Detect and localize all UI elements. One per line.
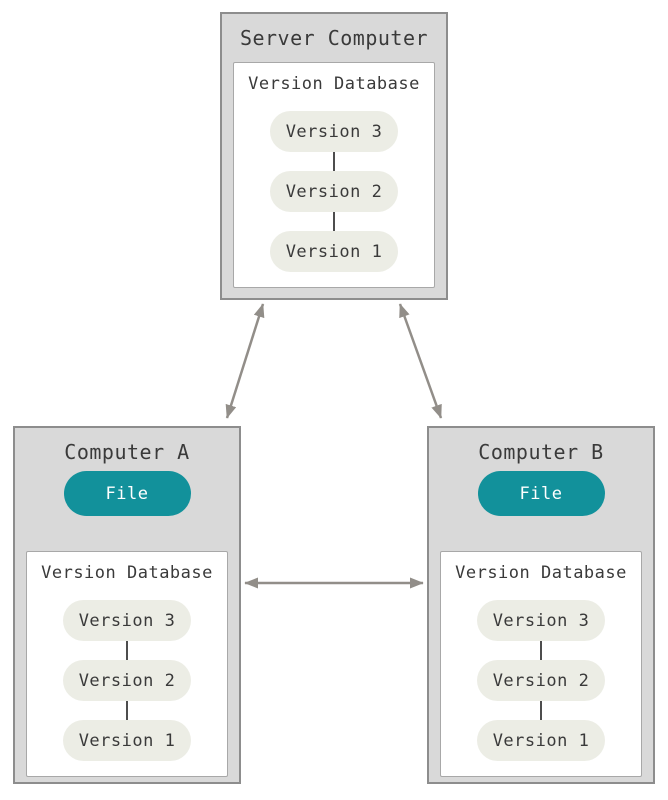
version-pill: Version 3 xyxy=(62,600,192,641)
version-database-box: Version Database Version 3 Version 2 Ver… xyxy=(440,551,642,777)
node-title: Computer B xyxy=(478,440,604,464)
version-database-label: Version Database xyxy=(41,563,213,583)
version-pill: Version 3 xyxy=(269,111,399,152)
version-pill: Version 1 xyxy=(476,720,606,761)
node-server-computer: Server Computer Version Database Version… xyxy=(220,12,448,300)
pill-connector xyxy=(333,212,335,231)
arrow-server-computer-a xyxy=(225,303,265,419)
pill-connector xyxy=(126,641,128,660)
version-pill: Version 2 xyxy=(62,660,192,701)
version-database-box: Version Database Version 3 Version 2 Ver… xyxy=(26,551,228,777)
version-database-box: Version Database Version 3 Version 2 Ver… xyxy=(233,62,435,288)
file-pill: File xyxy=(63,471,191,516)
version-pill: Version 1 xyxy=(62,720,192,761)
node-title: Computer A xyxy=(64,440,190,464)
pill-connector xyxy=(540,641,542,660)
pill-connector xyxy=(540,701,542,720)
pill-connector xyxy=(333,152,335,171)
pill-connector xyxy=(126,701,128,720)
node-computer-b: Computer B File Version Database Version… xyxy=(427,426,655,784)
version-pill: Version 2 xyxy=(476,660,606,701)
version-database-label: Version Database xyxy=(455,563,627,583)
version-pill: Version 3 xyxy=(476,600,606,641)
version-database-label: Version Database xyxy=(248,74,420,94)
version-pill: Version 1 xyxy=(269,231,399,272)
node-title: Server Computer xyxy=(239,26,429,50)
node-computer-a: Computer A File Version Database Version… xyxy=(13,426,241,784)
version-pill: Version 2 xyxy=(269,171,399,212)
file-pill: File xyxy=(477,471,605,516)
arrow-server-computer-b xyxy=(398,303,443,419)
